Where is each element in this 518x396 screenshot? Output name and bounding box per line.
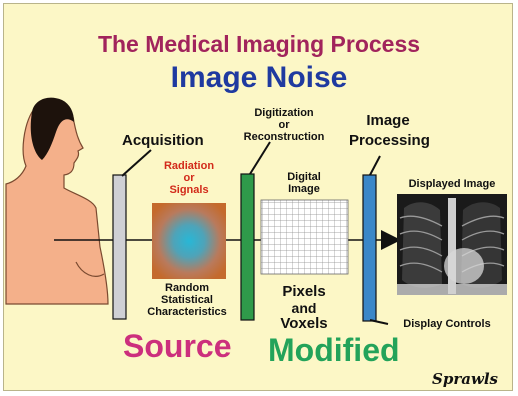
processing-panel-icon [363,175,376,321]
processing-pointer [370,156,380,175]
acquisition-pointer [122,150,151,176]
display-controls-label: Display Controls [385,318,509,330]
displayed-image-label: Displayed Image [394,178,510,190]
acquisition-panel-icon [113,175,126,319]
source-label: Source [123,328,231,365]
acquisition-label: Acquisition [122,132,204,149]
chest-xray-icon [397,194,507,295]
patient-silhouette-icon [6,98,108,304]
page-title: The Medical Imaging Process [4,31,513,58]
digitization-panel-icon [241,174,254,320]
pixel-grid-icon [261,200,348,274]
author-signature: Sprawls [432,370,498,388]
slide: The Medical Imaging Process Image Noise … [3,3,513,391]
modified-label: Modified [268,332,400,369]
digitization-pointer [250,142,270,174]
noise-gradient-image-icon [152,203,226,279]
page-subtitle: Image Noise [4,61,513,95]
